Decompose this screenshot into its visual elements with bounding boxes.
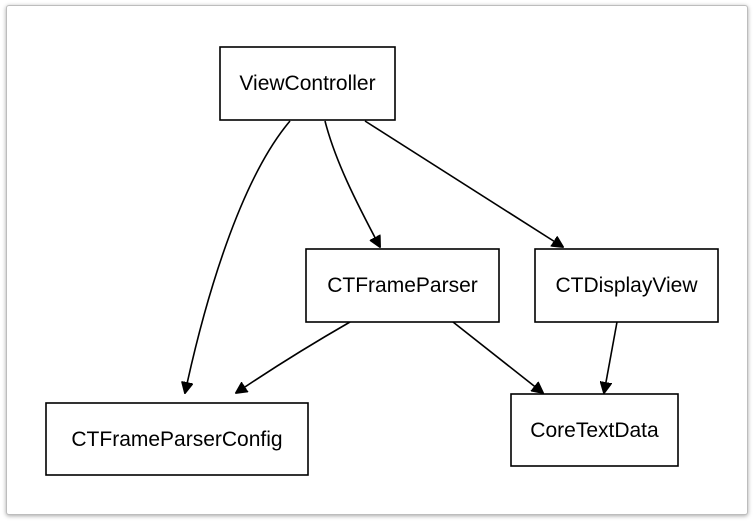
node-ctframeparserconfig[interactable]: CTFrameParserConfig	[45, 402, 309, 476]
edge-viewcontroller-to-ctframeparser	[324, 120, 380, 247]
node-label: CTFrameParserConfig	[71, 428, 282, 451]
node-coretextdata[interactable]: CoreTextData	[510, 393, 679, 467]
node-label: CTDisplayView	[556, 274, 699, 297]
node-ctdisplayview[interactable]: CTDisplayView	[534, 248, 719, 323]
edges	[185, 120, 618, 393]
edge-viewcontroller-to-ctdisplayview	[364, 120, 563, 247]
node-ctframeparser[interactable]: CTFrameParser	[305, 248, 500, 323]
edge-ctframeparser-to-ctframeparserconfig	[236, 321, 351, 393]
edge-ctdisplayview-to-coretextdata	[604, 321, 618, 393]
node-viewcontroller[interactable]: ViewController	[219, 46, 396, 121]
edge-ctframeparser-to-coretextdata	[452, 321, 543, 393]
node-label: ViewController	[239, 72, 375, 95]
edge-viewcontroller-to-ctframeparserconfig	[185, 120, 291, 393]
node-label: CoreTextData	[530, 419, 659, 442]
node-label: CTFrameParser	[327, 274, 478, 297]
